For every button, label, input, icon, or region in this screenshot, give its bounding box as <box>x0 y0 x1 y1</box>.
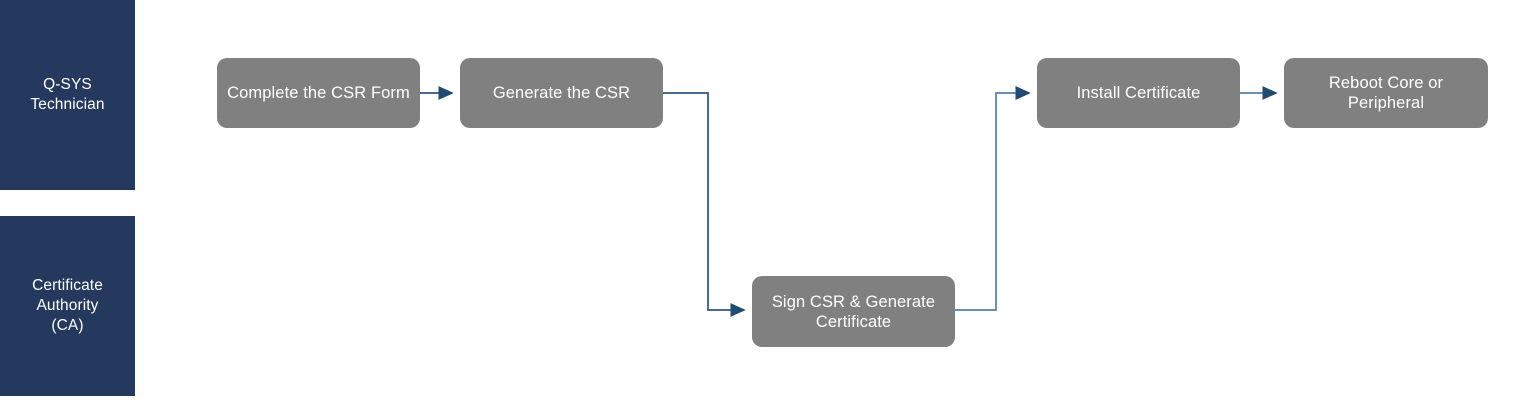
node-install-certificate[interactable]: Install Certificate <box>1037 58 1240 128</box>
node-install-certificate-label: Install Certificate <box>1076 84 1201 102</box>
node-reboot-core-or-peripheral[interactable]: Reboot Core or Peripheral <box>1284 58 1488 128</box>
swimlane-certificate-authority-label-text: Certificate Authority (CA) <box>32 277 103 334</box>
node-sign-csr-generate-certificate-label: Sign CSR & Generate Certificate <box>771 292 936 331</box>
swimlane-technician-label: Q-SYS Technician <box>0 0 135 190</box>
node-complete-csr-form-label: Complete the CSR Form <box>227 84 410 102</box>
swimlane-certificate-authority-label: Certificate Authority (CA) <box>0 216 135 396</box>
node-generate-csr-label: Generate the CSR <box>492 84 631 102</box>
connector-sign-csr-to-install-certificate <box>955 86 1031 311</box>
node-reboot-core-or-peripheral-label: Reboot Core or Peripheral <box>1328 74 1444 112</box>
node-generate-csr[interactable]: Generate the CSR <box>460 58 663 128</box>
node-complete-csr-form[interactable]: Complete the CSR Form <box>217 58 420 128</box>
swimlane-technician-label-text: Q-SYS Technician <box>30 76 105 113</box>
node-sign-csr-generate-certificate[interactable]: Sign CSR & Generate Certificate <box>752 276 955 347</box>
connector-generate-csr-to-sign-csr <box>663 92 746 317</box>
